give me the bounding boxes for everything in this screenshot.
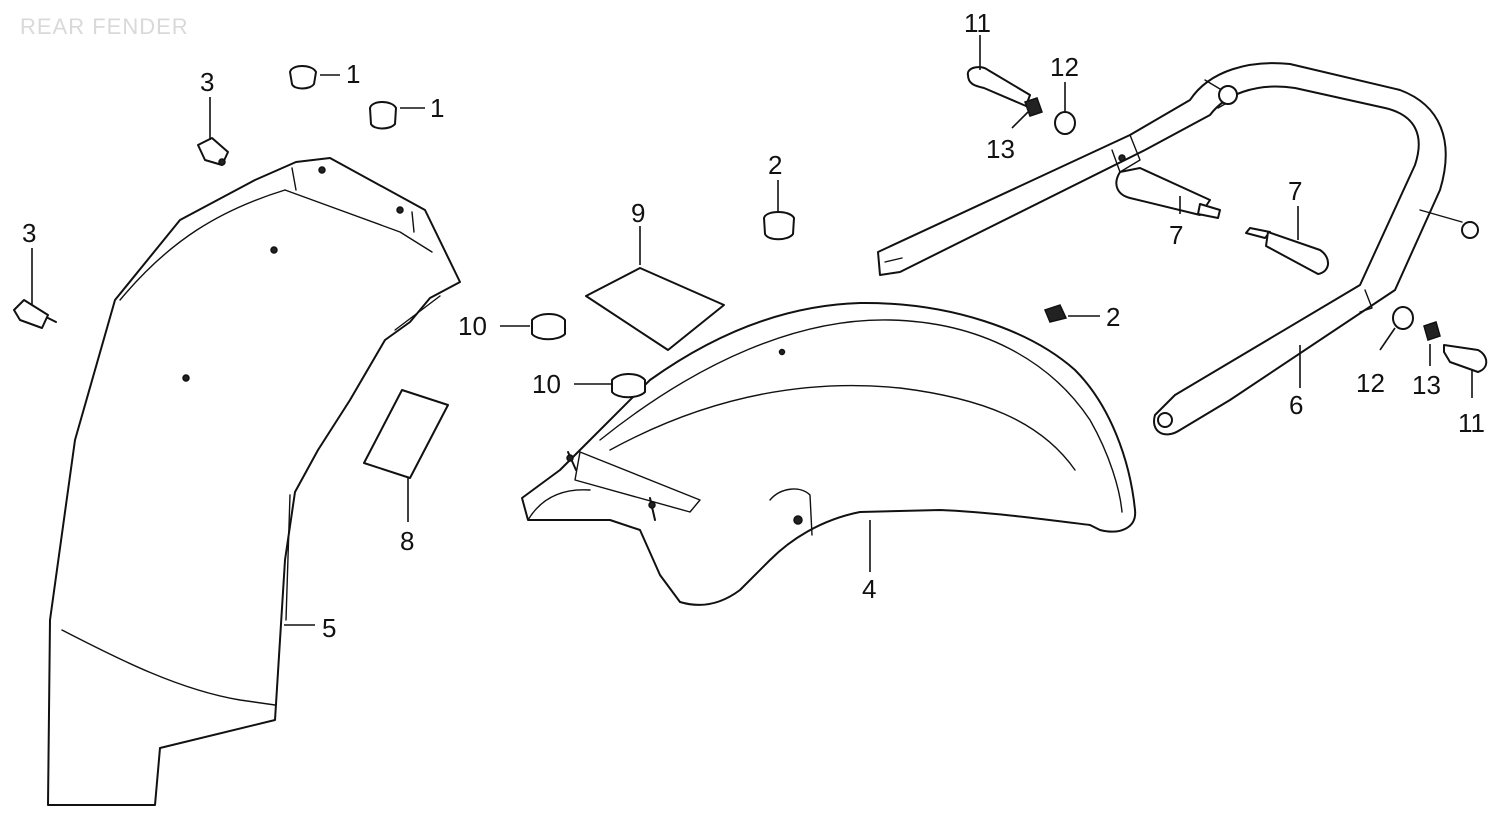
label-7-lower: 7 — [1288, 176, 1302, 206]
part-labels: 1 1 3 3 2 2 9 8 10 10 4 5 6 7 7 11 11 12… — [22, 8, 1485, 643]
label-3-upper: 3 — [200, 67, 214, 97]
rubber-part-lower[interactable] — [1043, 304, 1068, 323]
label-11-lower: 11 — [1458, 408, 1485, 438]
label-2-lower: 2 — [1106, 302, 1120, 332]
collar-part-upper[interactable] — [1115, 167, 1221, 219]
leader-lines — [31, 35, 1473, 626]
label-8: 8 — [400, 526, 414, 556]
bolt-11-part-lower[interactable] — [1443, 344, 1488, 373]
rear-fender-part[interactable] — [521, 301, 1137, 606]
washer-part-lower[interactable] — [1392, 306, 1414, 330]
label-1-upper: 1 — [346, 59, 360, 89]
label-12-lower: 12 — [1356, 368, 1385, 398]
bolt-11-part-upper[interactable] — [966, 66, 1031, 107]
label-2-upper: 2 — [768, 150, 782, 180]
spring-washer-part-upper[interactable] — [1024, 97, 1043, 117]
info-label-part[interactable] — [585, 267, 725, 351]
label-12-upper: 12 — [1050, 52, 1079, 82]
inner-fender-part[interactable] — [47, 157, 461, 806]
spring-washer-part-lower[interactable] — [1423, 321, 1441, 341]
label-3-lower: 3 — [22, 218, 36, 248]
nut-part-lower[interactable] — [369, 101, 397, 130]
label-6: 6 — [1289, 390, 1303, 420]
label-7-upper: 7 — [1169, 220, 1183, 250]
label-13-lower: 13 — [1412, 370, 1441, 400]
label-1-lower: 1 — [430, 93, 444, 123]
washer-part-upper[interactable] — [1054, 111, 1076, 135]
grommet-part-upper[interactable] — [531, 313, 566, 341]
label-4: 4 — [862, 574, 876, 604]
label-10-lower: 10 — [532, 369, 561, 399]
label-13-upper: 13 — [986, 134, 1015, 164]
bolt-part-lower[interactable] — [13, 299, 57, 329]
grab-rail-part[interactable] — [877, 62, 1479, 436]
collar-part-lower[interactable] — [1245, 227, 1329, 275]
grommet-part-lower[interactable] — [611, 373, 646, 399]
nut-part-upper[interactable] — [289, 65, 317, 90]
label-9: 9 — [631, 198, 645, 228]
label-11-upper: 11 — [964, 8, 991, 38]
bolt-part-upper[interactable] — [197, 137, 229, 166]
label-5: 5 — [322, 613, 336, 643]
rubber-part-upper[interactable] — [763, 211, 795, 241]
caution-label-part[interactable] — [363, 389, 449, 479]
label-10-upper: 10 — [458, 311, 487, 341]
page-title: REAR FENDER — [20, 14, 189, 39]
